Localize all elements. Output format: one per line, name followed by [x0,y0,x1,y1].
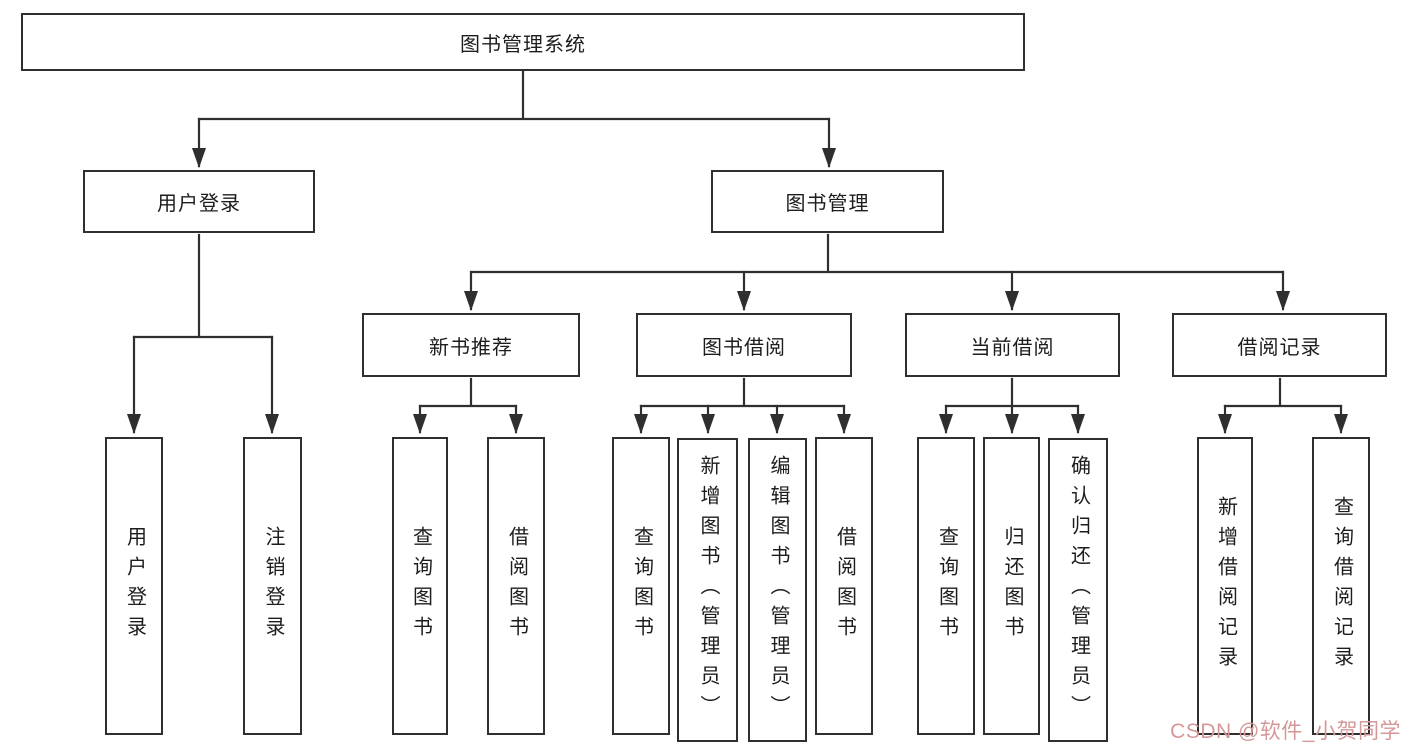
connector-borrow-records-to-leaves [1218,377,1348,434]
leaf-user-login-label: 用户登录 [123,526,146,646]
leaf-query-borrow-record: 查询借阅记录 [1312,437,1370,735]
leaf-query-borrow-record-label: 查询借阅记录 [1330,496,1353,676]
leaf-borrow-books-borrow-label: 借阅图书 [833,526,856,646]
node-book-management-label: 图书管理 [785,193,870,215]
leaf-confirm-return-admin-label: 确认归还（管理员） [1067,455,1090,725]
leaf-query-books-borrow: 查询图书 [612,437,670,735]
connector-book-borrow-to-leaves [634,377,851,434]
node-book-borrow: 图书借阅 [636,313,852,377]
node-new-book-recommend: 新书推荐 [362,313,580,377]
leaf-return-books: 归还图书 [983,437,1040,735]
node-current-borrow: 当前借阅 [905,313,1120,377]
leaf-edit-books-admin-label: 编辑图书（管理员） [767,455,789,725]
node-new-book-recommend-label: 新书推荐 [429,336,513,359]
leaf-add-borrow-record: 新增借阅记录 [1197,437,1253,735]
node-book-management: 图书管理 [711,170,944,233]
node-current-borrow-label: 当前借阅 [970,336,1055,359]
node-book-borrow-label: 图书借阅 [702,336,786,359]
connector-new-book-recommend-to-leaves [413,377,523,434]
leaf-query-books-current: 查询图书 [917,437,975,735]
csdn-watermark: CSDN @软件_小贺同学 [1170,720,1401,743]
leaf-add-books-admin: 新增图书（管理员） [677,438,738,742]
connector-user-login-to-leaves [127,233,279,434]
leaf-user-login: 用户登录 [105,437,163,735]
node-root-label: 图书管理系统 [460,33,586,56]
leaf-query-books-current-label: 查询图书 [935,526,958,646]
leaf-edit-books-admin: 编辑图书（管理员） [748,438,807,742]
leaf-logout-login-label: 注销登录 [262,526,284,646]
leaf-logout-login: 注销登录 [243,437,302,735]
leaf-query-books-recommend: 查询图书 [392,437,448,735]
node-root: 图书管理系统 [21,13,1025,71]
connector-book-management-to-level3 [464,233,1290,311]
leaf-query-books-recommend-label: 查询图书 [409,526,432,646]
node-borrow-records-label: 借阅记录 [1237,336,1322,359]
leaf-borrow-books-recommend: 借阅图书 [487,437,545,735]
leaf-return-books-label: 归还图书 [1001,526,1023,646]
leaf-borrow-books-borrow: 借阅图书 [815,437,873,735]
node-user-login: 用户登录 [83,170,315,233]
leaf-query-books-borrow-label: 查询图书 [630,526,653,646]
leaf-borrow-books-recommend-label: 借阅图书 [505,526,528,646]
leaf-add-books-admin-label: 新增图书（管理员） [697,455,719,725]
connector-root-to-level2 [192,69,836,168]
node-borrow-records: 借阅记录 [1172,313,1387,377]
node-user-login-label: 用户登录 [157,193,241,215]
leaf-add-borrow-record-label: 新增借阅记录 [1214,496,1237,676]
connector-current-borrow-to-leaves [939,377,1085,434]
leaf-confirm-return-admin: 确认归还（管理员） [1048,438,1108,742]
